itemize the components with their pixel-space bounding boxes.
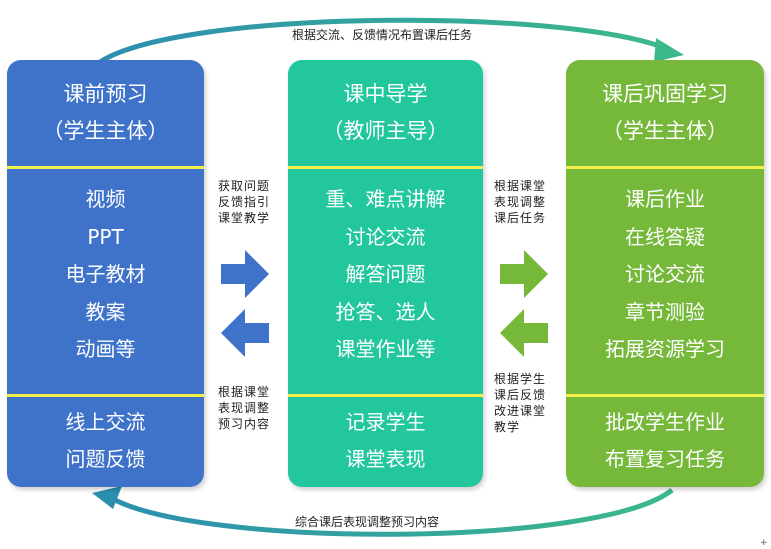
left-arrow-icon	[221, 309, 269, 357]
divider	[566, 166, 764, 169]
list-item: 教案	[85, 299, 126, 324]
footer-item: 课堂表现	[345, 447, 426, 471]
note-line: 根据课堂	[218, 385, 271, 399]
item-list: 重、难点讲解 讨论交流 解答问题 抢答、选人 课堂作业等	[288, 184, 483, 372]
note-line: 教学	[494, 420, 521, 434]
footer-item: 记录学生	[345, 410, 426, 434]
list-item: 抢答、选人	[335, 299, 436, 324]
list-item: 解答问题	[345, 262, 426, 286]
list-item: 课堂作业等	[335, 337, 436, 361]
right-arrow-icon	[221, 250, 269, 298]
bottom-flow-label: 综合课后表现调整预习内容	[295, 515, 440, 529]
list-item: PPT	[87, 224, 124, 249]
note-line: 根据学生	[494, 372, 547, 386]
right-arrow-icon	[500, 250, 548, 298]
list-item: 讨论交流	[625, 262, 705, 286]
column-title: 课中导学	[343, 82, 428, 106]
top-arc-arrowhead	[654, 38, 684, 62]
divider	[7, 394, 204, 397]
list-item: 课后作业	[625, 187, 705, 211]
top-arc	[98, 17, 666, 65]
in-class-column: 课中导学 （教师主导） 重、难点讲解 讨论交流 解答问题 抢答、选人 课堂作业等…	[288, 60, 483, 487]
right-backward-note: 根据学生 课后反馈 改进课堂 教学	[494, 371, 546, 435]
left-forward-note: 获取问题 反馈指引 课堂教学	[218, 178, 270, 226]
note-line: 课堂教学	[218, 211, 271, 225]
column-subtitle: （学生主体）	[42, 119, 169, 143]
footer-item: 布置复习任务	[605, 447, 725, 471]
corner-mark: +	[760, 538, 768, 548]
column-subtitle: （教师主导）	[322, 119, 449, 143]
footer-item: 线上交流	[65, 410, 146, 434]
list-item: 章节测验	[625, 299, 705, 324]
item-list: 课后作业 在线答疑 讨论交流 章节测验 拓展资源学习	[566, 184, 764, 372]
list-item: 视频	[85, 187, 126, 211]
list-item: 讨论交流	[345, 224, 426, 249]
divider	[7, 166, 204, 169]
note-line: 课后任务	[494, 211, 547, 225]
footer-item: 问题反馈	[65, 447, 146, 471]
note-line: 课后反馈	[494, 388, 547, 402]
bottom-arc-arrowhead	[92, 486, 122, 509]
left-backward-note: 根据课堂 表现调整 预习内容	[218, 384, 270, 432]
column-subtitle: （学生主体）	[602, 119, 728, 143]
post-class-column: 课后巩固学习 （学生主体） 课后作业 在线答疑 讨论交流 章节测验 拓展资源学习…	[566, 60, 764, 487]
column-title: 课后巩固学习	[602, 82, 728, 106]
left-arrow-icon	[500, 309, 548, 357]
footer-list: 记录学生 课堂表现	[288, 407, 483, 481]
right-forward-note: 根据课堂 表现调整 课后任务	[494, 178, 546, 226]
note-line: 获取问题	[218, 179, 271, 193]
list-item: 拓展资源学习	[605, 337, 725, 361]
footer-list: 线上交流 问题反馈	[7, 407, 204, 481]
note-line: 预习内容	[218, 417, 271, 431]
note-line: 表现调整	[218, 401, 271, 415]
list-item: 重、难点讲解	[325, 187, 446, 211]
footer-list: 批改学生作业 布置复习任务	[566, 407, 764, 481]
bottom-arc	[106, 488, 674, 537]
note-line: 根据课堂	[494, 179, 547, 193]
note-line: 表现调整	[494, 195, 547, 209]
column-title: 课前预习	[63, 82, 148, 106]
divider	[566, 394, 764, 397]
item-list: 视频 PPT 电子教材 教案 动画等	[7, 184, 204, 372]
footer-item: 批改学生作业	[605, 410, 725, 434]
note-line: 反馈指引	[218, 195, 271, 209]
pre-class-column: 课前预习 （学生主体） 视频 PPT 电子教材 教案 动画等 线上交流 问题反馈	[7, 60, 204, 487]
top-flow-label: 根据交流、反馈情况布置课后任务	[292, 28, 473, 42]
list-item: 电子教材	[65, 262, 146, 286]
divider	[288, 394, 483, 397]
divider	[288, 166, 483, 169]
note-line: 改进课堂	[494, 404, 547, 418]
list-item: 动画等	[75, 337, 136, 361]
list-item: 在线答疑	[625, 224, 705, 249]
